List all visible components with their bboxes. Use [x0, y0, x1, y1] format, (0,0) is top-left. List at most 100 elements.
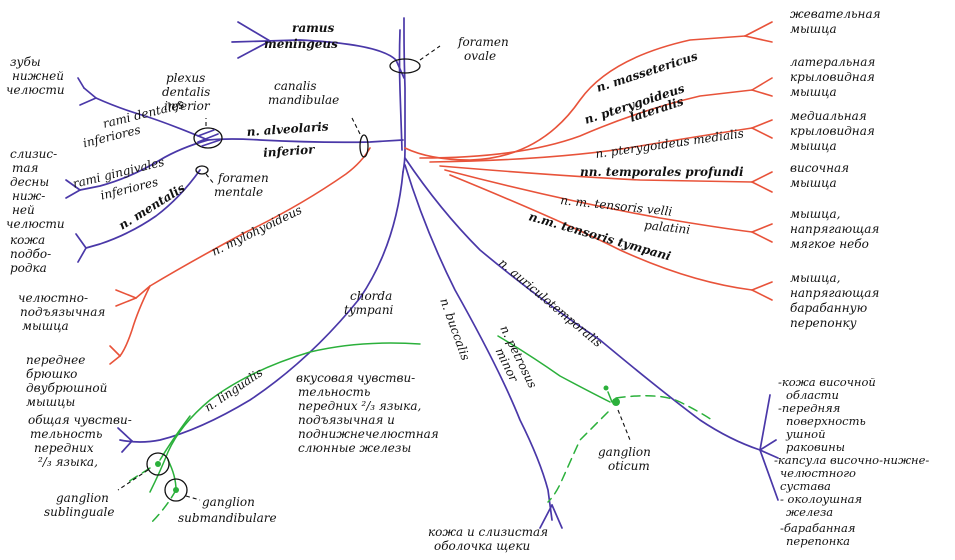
- ganglion-submandibulare-node: [164, 478, 188, 502]
- auriculotemporal-twig-3: [759, 449, 779, 501]
- tensor-tympani-twig-2: [751, 289, 773, 301]
- ganglion-submandibulare-leader: [185, 495, 201, 501]
- nn-temporales-label: nn. temporales profundi: [580, 165, 744, 179]
- n-alveolaris-label: n. alveolaris inferior: [246, 119, 334, 161]
- shcheka-label: кожа и слизистая оболочка щеки: [428, 525, 552, 553]
- postganglionic-submandibular: [149, 489, 177, 525]
- lingual-nerve: [119, 171, 404, 443]
- lateral-pterygoid-twig-2: [751, 89, 773, 97]
- sensory-nerves: [65, 17, 779, 529]
- markers: [117, 45, 631, 501]
- rami-dentales-label: rami dentales inferiores: [78, 96, 193, 150]
- tympanum-label: мышца, напрягающая барабанную перепонку: [790, 271, 883, 330]
- ramus-meningeus-label: ramus meningeus: [264, 21, 338, 51]
- mental-nerve: [85, 169, 201, 249]
- obshchaya-chuvstv-label: общая чувстви- тельность передних ²/₃ яз…: [28, 413, 136, 469]
- plexus-dentalis-ring: [193, 127, 223, 149]
- n-pterygoideus-medialis-label: n. pterygoideus medialis: [594, 126, 744, 161]
- postganglionic-sublingual: [127, 467, 151, 483]
- ganglion-submandibulare-label: ganglion submandibulare: [178, 495, 277, 525]
- buccal-twig-2: [551, 504, 563, 529]
- n-lingualis-label: n. lingualis: [202, 365, 266, 414]
- desny-label: слизис- тая десны ниж- ней челюсти: [6, 147, 65, 231]
- lateral-pterygoid-twig-1: [751, 77, 773, 91]
- foramen-ovale-ring: [389, 58, 421, 74]
- lingual-twig-2: [121, 440, 133, 453]
- ramus-meningeus-nerve: [231, 39, 405, 79]
- n-tensoris-tympani-label: n.m. tensoris tympani: [527, 209, 673, 263]
- motor-nerves: [109, 21, 773, 365]
- plexus-dentalis-label: plexus dentalis inferior: [162, 71, 214, 113]
- mental-twig-1: [75, 233, 87, 249]
- masseteric-twig-2: [744, 35, 773, 43]
- plexus-hatch-1: [197, 129, 215, 137]
- dental-twig-1: [79, 97, 97, 106]
- ganglion-oticum-label: ganglion oticum: [598, 445, 655, 473]
- mylohyoid-twig-1: [115, 289, 137, 299]
- otic-descending: [547, 411, 609, 503]
- ganglion-sublinguale-label: ganglion sublinguale: [44, 491, 114, 519]
- vkusovaya-label: вкусовая чувстви- тельность передних ²/₃…: [296, 371, 443, 455]
- ganglion-oticum-node: [612, 398, 620, 406]
- tensor-tympani-twig-1: [751, 281, 773, 291]
- ganglia: [146, 385, 620, 502]
- dental-twig-2: [77, 77, 85, 89]
- zhevatelnaya-label: жевательная мышца: [790, 7, 884, 36]
- trunk: [402, 17, 406, 173]
- canalis-mandibulae-ring: [359, 134, 369, 158]
- auriculotemporal-twig-1: [759, 394, 771, 451]
- lingual-twig-1: [117, 427, 133, 442]
- ganglion-sublinguale-dot: [155, 461, 161, 467]
- digastric-twig-1: [109, 345, 121, 357]
- velum-label: мышца, напрягающая мягкое небо: [790, 207, 883, 251]
- ramus-meningeus-branch-1: [237, 21, 271, 42]
- deep-temporal-twig-2: [751, 181, 773, 193]
- dvubryushnaya-label: переднее брюшко двубрюшной мышцы: [26, 353, 111, 409]
- otic-to-auriculotemporal: [615, 395, 713, 421]
- foramen-mentale-label: foramen mentale: [214, 171, 273, 199]
- mental-twig-2: [77, 247, 87, 263]
- n-buccalis-label: n. buccalis: [437, 296, 472, 362]
- tensor-veli-twig-1: [751, 223, 773, 233]
- lat-kryl-label: латеральная крыловидная мышца: [790, 55, 879, 99]
- n-mylohyoideus-label: n. mylohyoideus: [209, 203, 304, 259]
- ganglion-oticum-dot: [603, 385, 609, 391]
- chorda-tympani-nerve: [149, 342, 421, 493]
- ganglion-oticum-leader: [617, 409, 631, 441]
- rami-dentales-nerve: [83, 87, 209, 141]
- parasympathetic-nerves: [127, 335, 713, 525]
- buccal-twig-1: [539, 504, 553, 529]
- medial-pterygoid-twig-1: [751, 119, 773, 129]
- medial-pterygoid-twig-2: [751, 127, 773, 139]
- kozha-podborodka-label: кожа подбо- родка: [10, 233, 55, 275]
- masseteric-twig-1: [744, 21, 773, 37]
- chorda-to-sublingual: [159, 415, 191, 461]
- lateral-pterygoid-nerve: [419, 89, 753, 159]
- auriculotemporal-nerve: [404, 157, 779, 459]
- gingival-twig-1: [65, 179, 81, 191]
- gingival-twig-2: [65, 189, 81, 199]
- trunk-parallel: [398, 29, 403, 151]
- tensor-veli-twig-2: [751, 231, 773, 243]
- medial-pterygoid-nerve: [429, 127, 753, 163]
- deep-temporal-nerves: [439, 165, 753, 183]
- foramen-mentale-leader: [205, 173, 215, 185]
- auriculo-targets-label: -кожа височной области -передняя поверхн…: [774, 375, 933, 548]
- plexus-hatch-3: [201, 139, 221, 147]
- chorda-tympani-label: chorda tympani: [344, 289, 396, 317]
- med-kryl-label: медиальная крыловидная мышца: [790, 109, 879, 153]
- auriculotemporal-twig-2: [759, 439, 777, 451]
- buccal-nerve: [404, 164, 553, 521]
- mylohyoid-twig-2: [115, 297, 137, 307]
- zuby-label: зубы нижней челюсти: [6, 55, 68, 97]
- digastric-twig-2: [109, 355, 121, 365]
- ramus-meningeus-branch-2: [237, 40, 271, 59]
- foramen-mentale-ring: [195, 165, 209, 175]
- chelyustno-podyazychnaya-label: челюстно- подъязычная мышца: [18, 291, 109, 333]
- plexus-hatch-2: [197, 133, 219, 143]
- tensor-veli-nerve: [444, 169, 753, 233]
- lesser-petrosal-nerve: [497, 335, 611, 403]
- mylohyoid-nerve: [135, 147, 371, 299]
- ganglion-sublinguale-leader: [117, 469, 149, 491]
